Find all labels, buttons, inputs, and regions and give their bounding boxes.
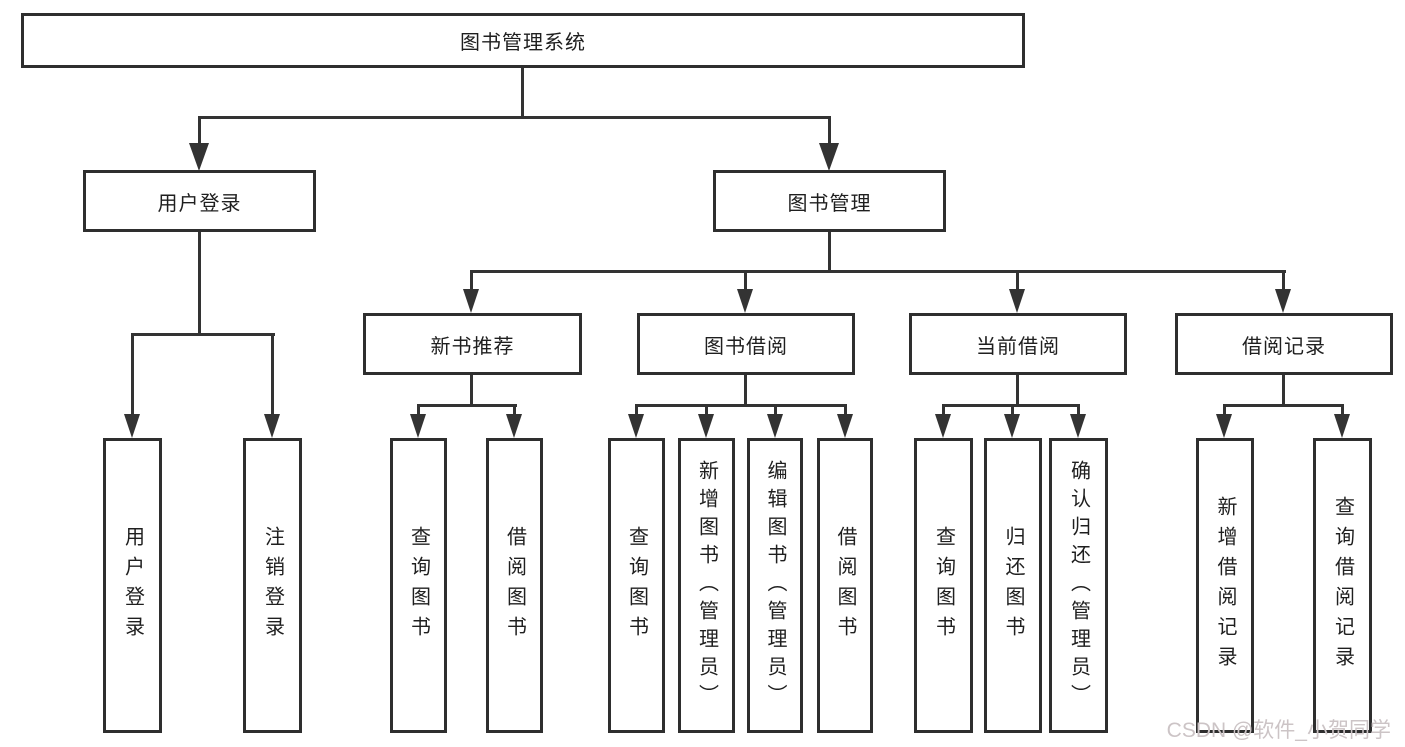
node-label: 当前借阅 xyxy=(976,335,1060,358)
arrowhead-down-icon xyxy=(819,143,839,171)
connector-line xyxy=(828,232,831,273)
arrowhead-down-icon xyxy=(1070,414,1086,438)
connector-line xyxy=(1282,270,1285,291)
connector-line xyxy=(744,270,747,291)
leaf-label: 借阅图书 xyxy=(834,525,856,646)
node-label: 图书管理系统 xyxy=(460,32,586,54)
leaf-logout: 注销登录 xyxy=(243,438,302,733)
node-label: 图书管理 xyxy=(787,192,872,215)
connector-line xyxy=(470,270,1286,273)
leaf-label: 注销登录 xyxy=(261,525,284,646)
leaf-borrow-books: 借阅图书 xyxy=(817,438,873,733)
connector-line xyxy=(470,270,473,291)
connector-line xyxy=(1223,404,1226,416)
leaf-label: 归还图书 xyxy=(1002,525,1024,646)
arrowhead-down-icon xyxy=(410,414,426,438)
leaf-label: 查询借阅记录 xyxy=(1331,495,1354,676)
arrowhead-down-icon xyxy=(628,414,644,438)
leaf-add-books-admin: 新增图书（管理员） xyxy=(678,438,735,733)
leaf-label: 新增借阅记录 xyxy=(1214,495,1236,676)
arrowhead-down-icon xyxy=(767,414,783,438)
leaf-query-books: 查询图书 xyxy=(914,438,973,733)
connector-line xyxy=(198,116,201,146)
leaf-edit-books-admin: 编辑图书（管理员） xyxy=(747,438,803,733)
arrowhead-down-icon xyxy=(1004,414,1020,438)
connector-line xyxy=(774,404,777,416)
connector-line xyxy=(198,232,201,336)
arrowhead-down-icon xyxy=(935,414,951,438)
arrowhead-down-icon xyxy=(737,289,753,313)
connector-line xyxy=(942,404,945,416)
leaf-user-login: 用户登录 xyxy=(103,438,162,733)
connector-line xyxy=(131,333,134,415)
arrowhead-down-icon xyxy=(698,414,714,438)
connector-line xyxy=(417,404,420,416)
arrowhead-down-icon xyxy=(189,143,209,171)
node-current-borrowing: 当前借阅 xyxy=(909,313,1127,375)
leaf-label: 查询图书 xyxy=(407,525,430,646)
leaf-label: 确认归还（管理员） xyxy=(1067,459,1090,712)
connector-line xyxy=(1341,404,1344,416)
node-book-management: 图书管理 xyxy=(713,170,946,232)
connector-line xyxy=(744,375,747,407)
connector-line xyxy=(131,333,275,336)
leaf-label: 编辑图书（管理员） xyxy=(764,459,786,712)
node-label: 用户登录 xyxy=(157,192,242,215)
connector-line xyxy=(635,404,638,416)
connector-line xyxy=(521,68,524,119)
arrowhead-down-icon xyxy=(1275,289,1291,313)
connector-line xyxy=(1282,375,1285,407)
connector-line xyxy=(1016,270,1019,291)
leaf-return-books: 归还图书 xyxy=(984,438,1042,733)
arrowhead-down-icon xyxy=(506,414,522,438)
node-label: 图书借阅 xyxy=(704,335,788,358)
connector-line xyxy=(828,116,831,146)
node-label: 新书推荐 xyxy=(430,335,515,358)
connector-line xyxy=(1016,375,1019,407)
node-label: 借阅记录 xyxy=(1242,335,1326,358)
node-user-login: 用户登录 xyxy=(83,170,316,232)
node-new-book-recommendation: 新书推荐 xyxy=(363,313,582,375)
connector-line xyxy=(513,404,516,416)
arrowhead-down-icon xyxy=(837,414,853,438)
connector-line xyxy=(635,404,847,407)
leaf-query-books: 查询图书 xyxy=(608,438,665,733)
connector-line xyxy=(271,333,274,415)
leaf-borrow-books: 借阅图书 xyxy=(486,438,543,733)
arrowhead-down-icon xyxy=(463,289,479,313)
leaf-add-borrow-record: 新增借阅记录 xyxy=(1196,438,1254,733)
arrowhead-down-icon xyxy=(1334,414,1350,438)
leaf-confirm-return-admin: 确认归还（管理员） xyxy=(1049,438,1108,733)
csdn-watermark: CSDN @软件_小贺同学 xyxy=(1166,719,1391,742)
connector-line xyxy=(1223,404,1344,407)
node-book-borrowing: 图书借阅 xyxy=(637,313,855,375)
leaf-label: 新增图书（管理员） xyxy=(695,459,718,712)
leaf-label: 查询图书 xyxy=(625,525,648,646)
arrowhead-down-icon xyxy=(264,414,280,438)
connector-line xyxy=(198,116,831,119)
leaf-label: 查询图书 xyxy=(932,525,955,646)
connector-line xyxy=(1077,404,1080,416)
connector-line xyxy=(470,375,473,407)
node-root-library-system: 图书管理系统 xyxy=(21,13,1025,68)
leaf-query-borrow-record: 查询借阅记录 xyxy=(1313,438,1372,733)
connector-line xyxy=(844,404,847,416)
leaf-label: 用户登录 xyxy=(121,525,144,646)
connector-line xyxy=(417,404,517,407)
node-borrowing-records: 借阅记录 xyxy=(1175,313,1393,375)
arrowhead-down-icon xyxy=(1216,414,1232,438)
connector-line xyxy=(1011,404,1014,416)
leaf-label: 借阅图书 xyxy=(503,525,526,646)
arrowhead-down-icon xyxy=(1009,289,1025,313)
connector-line xyxy=(705,404,708,416)
arrowhead-down-icon xyxy=(124,414,140,438)
leaf-query-books: 查询图书 xyxy=(390,438,447,733)
